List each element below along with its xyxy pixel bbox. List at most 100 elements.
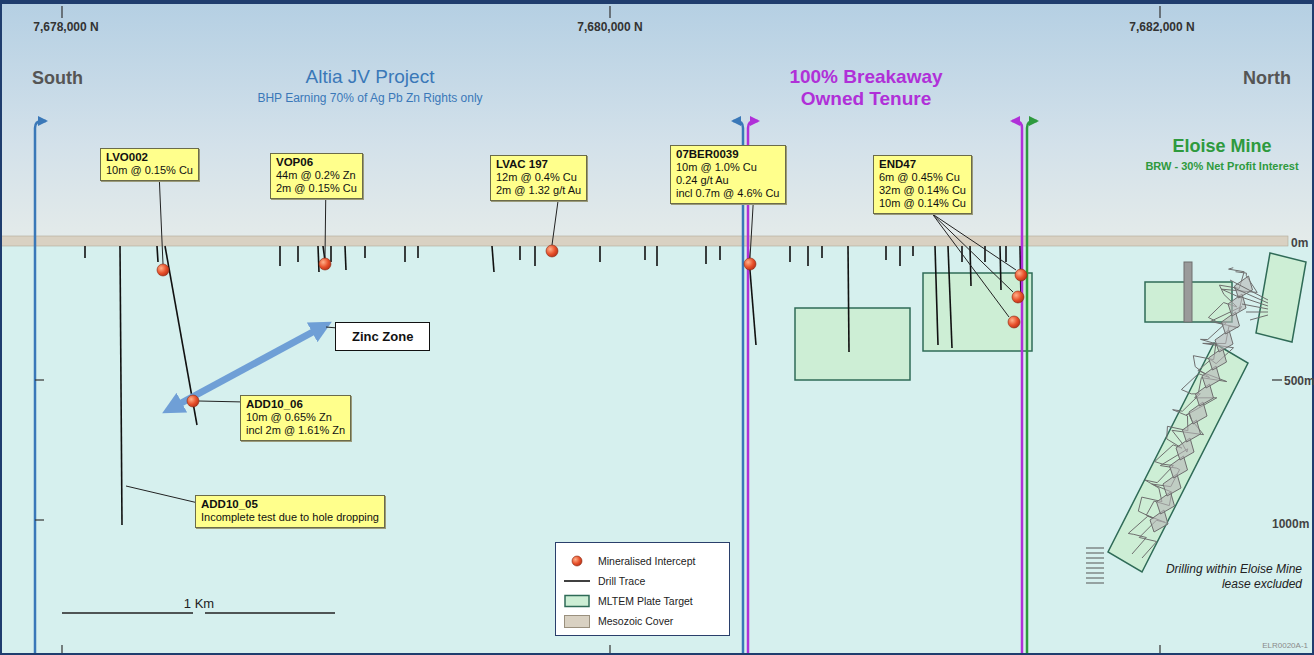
drill-trace [297, 246, 299, 262]
workings-trace [1246, 312, 1268, 313]
stope-shape [1189, 402, 1207, 424]
leader-line [750, 204, 753, 258]
drawing-line [1159, 6, 1160, 18]
leader-line [159, 181, 163, 264]
intercept-text: 2m @ 1.32 g/t Au [496, 184, 581, 197]
axis-ticks [35, 6, 1282, 655]
leader-lines [126, 181, 1016, 502]
project-note: BHP Earning 70% of Ag Pb Zn Rights only [257, 91, 482, 105]
mine-name: Eloise Mine [1172, 136, 1271, 157]
leader-line [325, 199, 327, 258]
tenure-boundaries [35, 121, 1037, 655]
northing-label: 7,680,000 N [577, 20, 642, 34]
legend-swatch [564, 615, 590, 628]
zone-label-box: Zinc Zone [335, 322, 430, 351]
intercept-text: incl 2m @ 1.61% Zn [246, 424, 345, 437]
drill-trace [1000, 246, 1001, 290]
sky-band [0, 0, 1314, 240]
shaft [1184, 262, 1192, 322]
drill-trace [1005, 246, 1007, 262]
hole-stack [1086, 548, 1104, 583]
legend-row: MLTEM Plate Target [562, 591, 723, 611]
drill-trace [821, 246, 823, 258]
tenure-name: 100% Breakaway Owned Tenure [766, 66, 966, 110]
legend-row: Mineralised Intercept [562, 551, 723, 571]
intercept-text: 10m @ 0.14% Cu [879, 197, 966, 210]
drill-trace [912, 246, 914, 256]
drill-trace [519, 246, 521, 260]
drill-trace [899, 246, 901, 266]
workings-trace [1250, 315, 1268, 320]
drawing-path [1027, 121, 1037, 655]
drill-callout: LVO00210m @ 0.15% Cu [100, 148, 199, 181]
drawing-line [1086, 548, 1104, 549]
drill-trace [279, 246, 281, 266]
northing-label: 7,682,000 N [1129, 20, 1194, 34]
drill-trace [492, 246, 494, 272]
project-name: Altia JV Project [306, 66, 435, 88]
workings-trace [1230, 280, 1268, 300]
drawing-line [1086, 583, 1104, 584]
drawing-path [35, 121, 46, 655]
intercept-text: 6m @ 0.45% Cu [879, 171, 966, 184]
stope-shape [1202, 366, 1220, 388]
leader-line [552, 201, 558, 245]
leader-line [932, 214, 1009, 317]
drill-trace [534, 246, 536, 266]
intercept-dot [1008, 316, 1020, 328]
drill-callout: ADD10_0610m @ 0.65% Znincl 2m @ 1.61% Zn [240, 395, 351, 441]
mltem-plates [795, 253, 1306, 572]
drill-callout: VOP0644m @ 0.2% Zn2m @ 0.15% Cu [270, 153, 363, 199]
intercept-text: 0.24 g/t Au [676, 174, 780, 187]
drawing-line [1086, 568, 1104, 569]
drill-trace [935, 246, 938, 345]
scale-bar [62, 612, 335, 614]
hole-name: LVAC 197 [496, 158, 581, 171]
hole-name: LVO002 [106, 151, 193, 164]
drawing-line [62, 612, 193, 614]
drill-trace [417, 246, 419, 258]
drill-trace [318, 246, 319, 272]
drill-callout: LVAC 19712m @ 0.4% Cu2m @ 1.32 g/t Au [490, 155, 587, 201]
intercept-text: incl 0.7m @ 4.6% Cu [676, 187, 780, 200]
legend-symbol [562, 594, 592, 608]
legend-symbol [562, 554, 592, 568]
drawing-line [1086, 553, 1104, 554]
leader-line [326, 327, 335, 329]
depth-label: 0m [1291, 236, 1308, 250]
workings-trace [1242, 304, 1268, 309]
drill-trace [84, 246, 86, 258]
drawing-line [1086, 578, 1104, 579]
intercept-text: Incomplete test due to hole dropping [201, 511, 379, 524]
legend-row: Drill Trace [562, 571, 723, 591]
legend-text: MLTEM Plate Target [598, 595, 693, 607]
drill-trace [404, 246, 406, 262]
drill-trace [848, 246, 849, 352]
intercept-text: 12m @ 0.4% Cu [496, 171, 581, 184]
intercept-dot [319, 258, 331, 270]
drill-trace [364, 246, 366, 258]
legend-text: Mesozoic Cover [598, 615, 673, 627]
stope-shape [1170, 456, 1188, 478]
drawing-line [35, 519, 44, 520]
intercept-dot [1012, 291, 1024, 303]
drawing-rect [923, 273, 1032, 351]
leader-line [932, 214, 1013, 292]
drill-trace [345, 246, 346, 270]
intercept-dot [546, 245, 558, 257]
drawing-line [1086, 573, 1104, 574]
mine-workings [1128, 262, 1268, 558]
stope-shape [1222, 312, 1240, 334]
stope-shape [1176, 438, 1194, 460]
drawing-number: ELR0020A-1 [1262, 641, 1308, 650]
frame-top [0, 0, 1314, 4]
stope-shape [1209, 348, 1227, 370]
plate-sample [565, 596, 589, 607]
hole-name: ADD10_05 [201, 498, 379, 511]
legend-sample [562, 614, 592, 628]
intercept-text: 10m @ 1.0% Cu [676, 161, 780, 174]
intercept-text: 10m @ 0.15% Cu [106, 164, 193, 177]
stope-shape [1215, 330, 1233, 352]
drill-trace [719, 246, 721, 260]
hole-name: Zinc Zone [352, 329, 413, 344]
